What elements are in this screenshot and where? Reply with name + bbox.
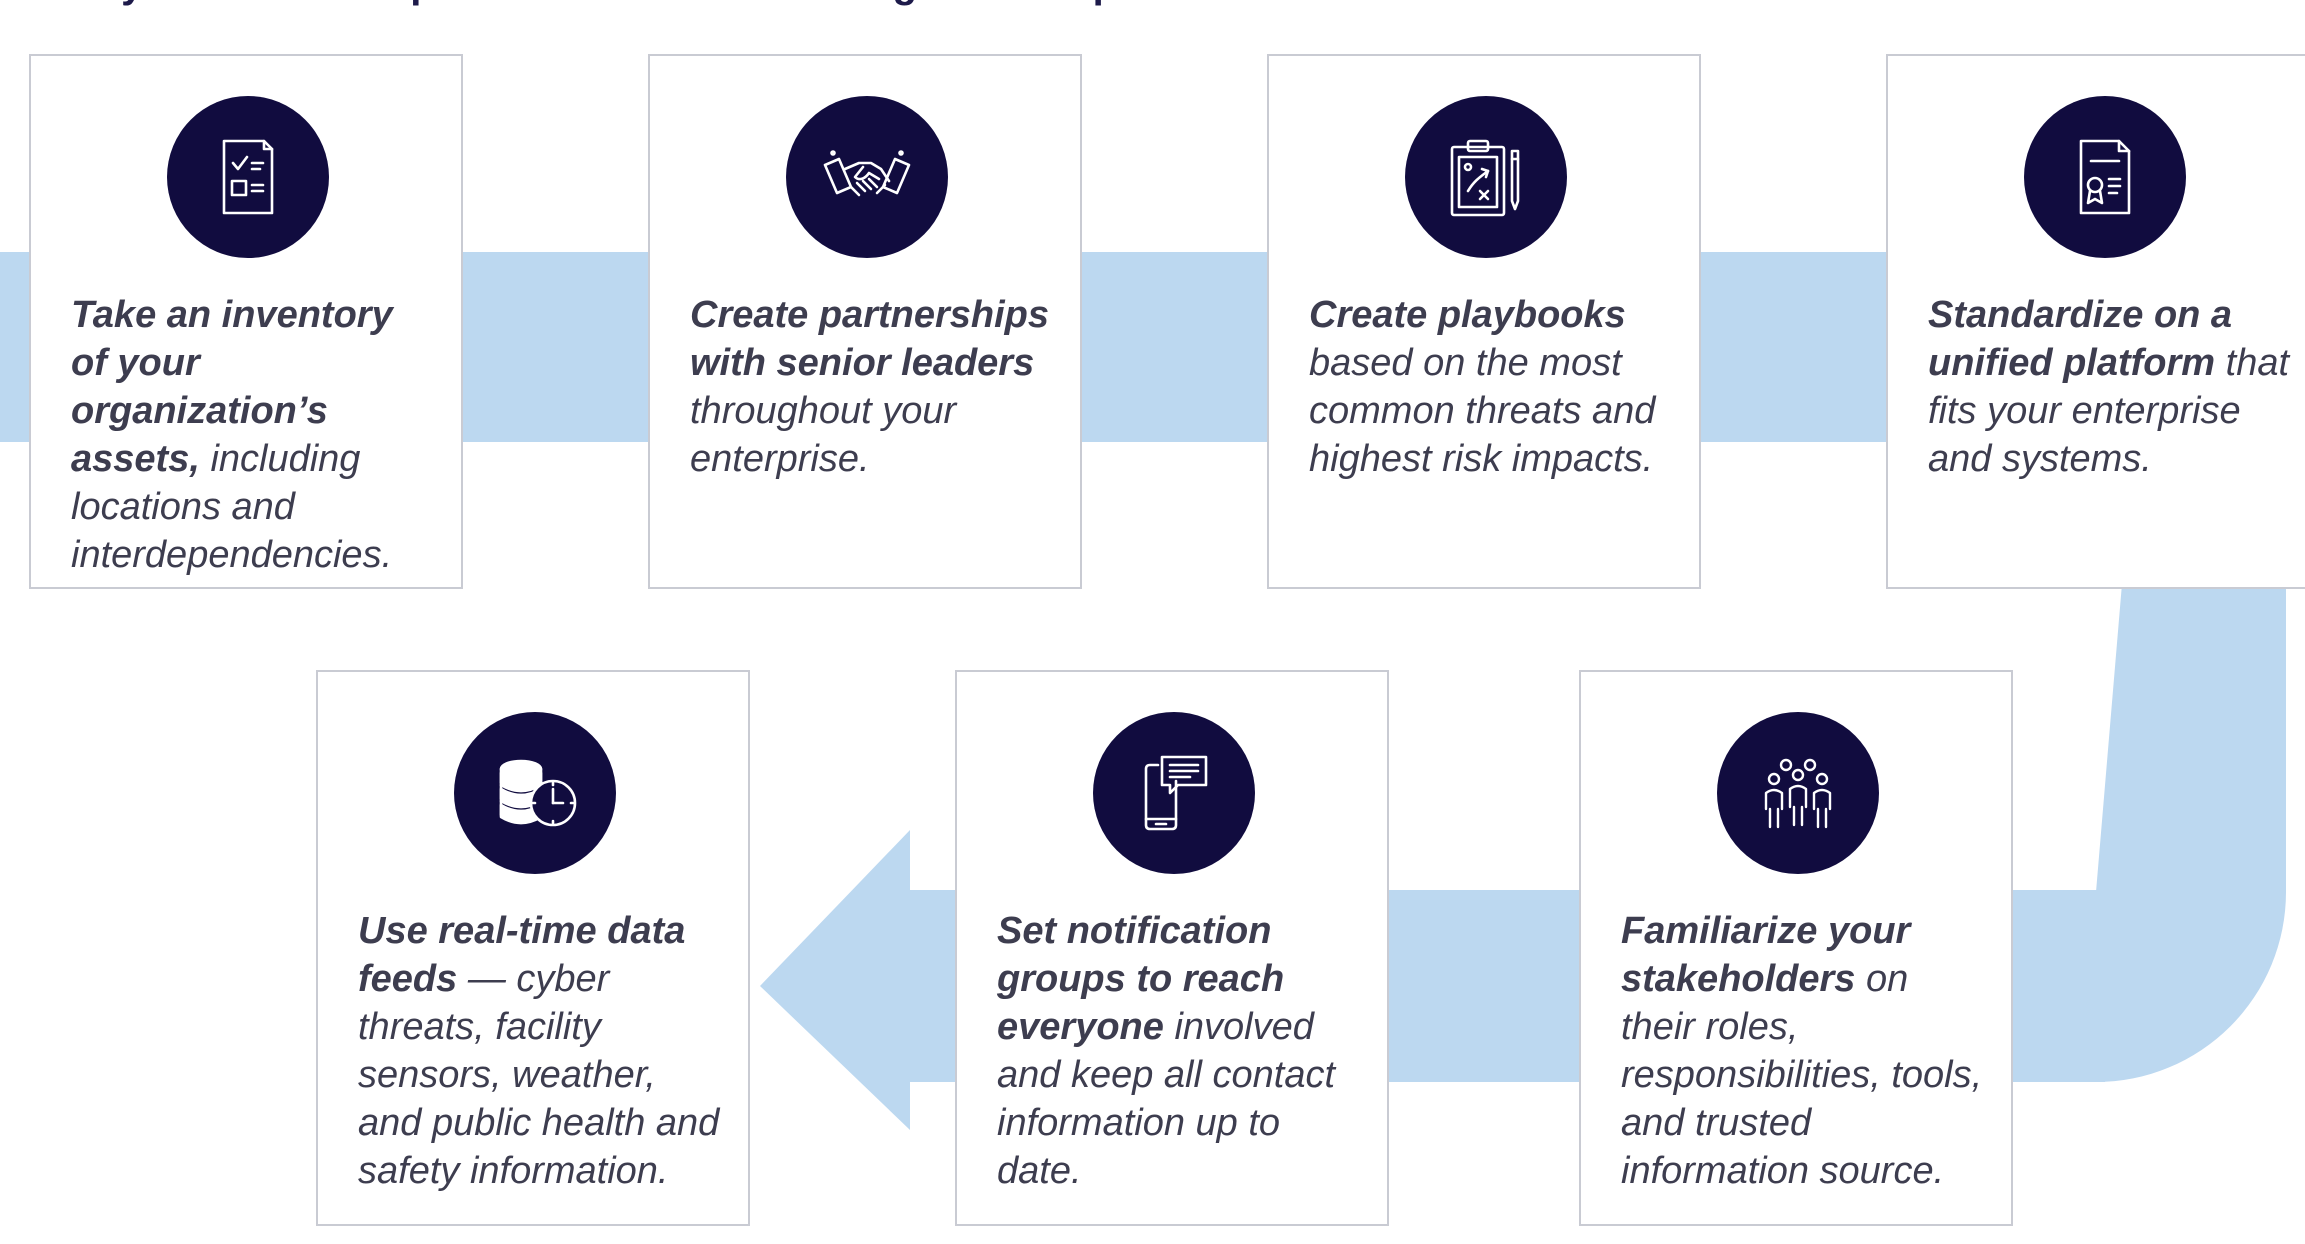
flow-arrow-left [760, 830, 910, 1130]
icon-badge [1093, 712, 1255, 874]
step-text-bold: Create playbooks [1309, 294, 1626, 336]
step-text: Set notification groups to reach everyon… [997, 907, 1365, 1195]
step-card-real-time-feeds: Use real-time data feeds — cyber threats… [316, 670, 750, 1226]
step-text: Use real-time data feeds — cyber threats… [358, 907, 726, 1195]
step-text-rest: throughout your enterprise. [690, 390, 957, 480]
step-card-playbooks: Create playbooks based on the most commo… [1267, 54, 1701, 589]
step-text: Create partnerships with senior leaders … [690, 291, 1058, 483]
icon-badge [786, 96, 948, 258]
step-text-bold: Set notification groups to reach everyon… [997, 910, 1285, 1048]
step-card-standardize: Standardize on a unified platform that f… [1886, 54, 2305, 589]
step-text-rest: — cyber threats, facility sensors, weath… [358, 958, 720, 1192]
icon-badge [1405, 96, 1567, 258]
icon-badge [167, 96, 329, 258]
step-text-rest: involved and keep all contact informatio… [997, 1006, 1336, 1192]
step-text-rest: on their roles, responsibilities, tools,… [1621, 958, 1983, 1192]
step-text: Standardize on a unified platform that f… [1928, 291, 2296, 483]
playbook-clipboard-icon [1450, 139, 1520, 217]
step-card-notification-groups: Set notification groups to reach everyon… [955, 670, 1389, 1226]
step-text: Familiarize your stakeholders on their r… [1621, 907, 1989, 1195]
step-text-bold: Standardize on a unified platform [1928, 294, 2233, 384]
step-text: Create playbooks based on the most commo… [1309, 291, 1677, 483]
database-clock-icon [499, 759, 577, 827]
checklist-icon [222, 139, 274, 215]
step-text: Take an inventory of your organization’s… [71, 291, 439, 579]
icon-badge [2024, 96, 2186, 258]
certificate-document-icon [2079, 139, 2131, 215]
handshake-icon [823, 150, 911, 197]
page-title: Key readiness steps for critical event m… [70, 0, 1342, 8]
step-text-bold: Take an inventory of your organization’s… [71, 294, 393, 480]
icon-badge [1717, 712, 1879, 874]
step-text-bold: Familiarize your stakeholders [1621, 910, 1911, 1000]
step-card-partnerships: Create partnerships with senior leaders … [648, 54, 1082, 589]
step-text-rest: including locations and interdependencie… [71, 438, 393, 576]
step-card-stakeholders: Familiarize your stakeholders on their r… [1579, 670, 2013, 1226]
step-text-rest: that fits your enterprise and systems. [1928, 342, 2290, 480]
stakeholders-group-icon [1764, 758, 1832, 829]
step-text-bold: Use real-time data feeds [358, 910, 686, 1000]
mobile-notification-icon [1144, 755, 1208, 831]
step-text-bold: Create partnerships with senior leaders [690, 294, 1050, 384]
step-text-rest: based on the most common threats and hig… [1309, 342, 1656, 480]
icon-badge [454, 712, 616, 874]
step-card-inventory: Take an inventory of your organization’s… [29, 54, 463, 589]
